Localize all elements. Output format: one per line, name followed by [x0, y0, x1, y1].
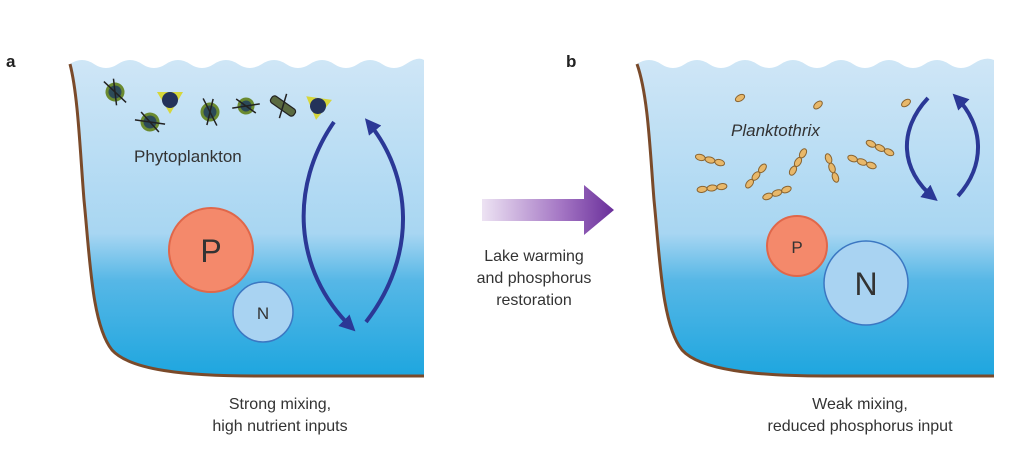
cyano-filament-icon: [788, 148, 808, 176]
panel-a-caption-line-2: high nutrient inputs: [212, 418, 348, 435]
panel-a-lake-bed: [68, 63, 424, 378]
cyano-filament-icon: [847, 154, 877, 170]
panel-b-label: b: [566, 52, 576, 71]
cyano-cell-icon: [734, 93, 746, 103]
transition-line-2: and phosphorus: [476, 270, 592, 287]
cyano-filament-icon: [865, 139, 895, 157]
dinoflagellate-icon: [157, 92, 183, 114]
nitrogen-symbol: N: [854, 266, 877, 302]
weak-mixing-arrows: [905, 93, 980, 202]
panel-a-water: [70, 58, 424, 377]
panel-a-label: a: [6, 52, 16, 71]
cyano-cell-icon: [901, 98, 911, 108]
nitrogen-circle-small: [232, 281, 294, 343]
transition-label: Lake warming and phosphorus restoration: [452, 246, 616, 312]
cyano-filament-icon: [762, 185, 792, 201]
dinoflagellate-icon: [306, 96, 332, 120]
planktothrix-label: Planktothrix: [731, 121, 820, 140]
transition-arrow: [482, 185, 614, 235]
strong-mixing-arrows: [301, 118, 405, 332]
phosphorus-circle-small: [766, 215, 828, 277]
panel-a-caption-line-1: Strong mixing,: [228, 396, 332, 413]
cyano-filament-icon: [696, 183, 728, 193]
panel-b-caption: Weak mixing, reduced phosphorus input: [720, 394, 1000, 438]
diatom-icon: [200, 98, 220, 126]
cyano-filament-icon: [694, 153, 726, 167]
diatom-chain-icon: [269, 93, 297, 119]
panel-a: a Phyto: [6, 52, 424, 378]
cyano-filament-icon: [824, 153, 840, 183]
panel-b-lake-bed: [635, 63, 994, 378]
panel-a-caption: Strong mixing, high nutrient inputs: [150, 394, 410, 438]
phytoplankton-label: Phytoplankton: [134, 147, 242, 166]
phosphorus-circle-large: [168, 207, 254, 293]
transition-line-1: Lake warming: [484, 248, 584, 265]
diatom-icon: [232, 97, 260, 115]
panel-b-caption-line-1: Weak mixing,: [812, 396, 908, 413]
phosphorus-symbol: P: [200, 233, 221, 269]
cyano-cell-icon: [813, 100, 823, 110]
nitrogen-symbol: N: [257, 304, 269, 323]
panel-b-caption-line-2: reduced phosphorus input: [767, 418, 953, 435]
phosphorus-symbol: P: [791, 238, 802, 257]
diatom-icon: [134, 111, 166, 133]
transition-line-3: restoration: [496, 292, 572, 309]
planktothrix-cluster: [694, 93, 911, 201]
cyano-filament-icon: [745, 163, 767, 189]
diatom-icon: [103, 78, 127, 106]
nitrogen-circle-large: [823, 240, 909, 326]
phytoplankton-cluster: [103, 78, 332, 133]
panel-b: b Planktothrix P N: [566, 52, 994, 378]
